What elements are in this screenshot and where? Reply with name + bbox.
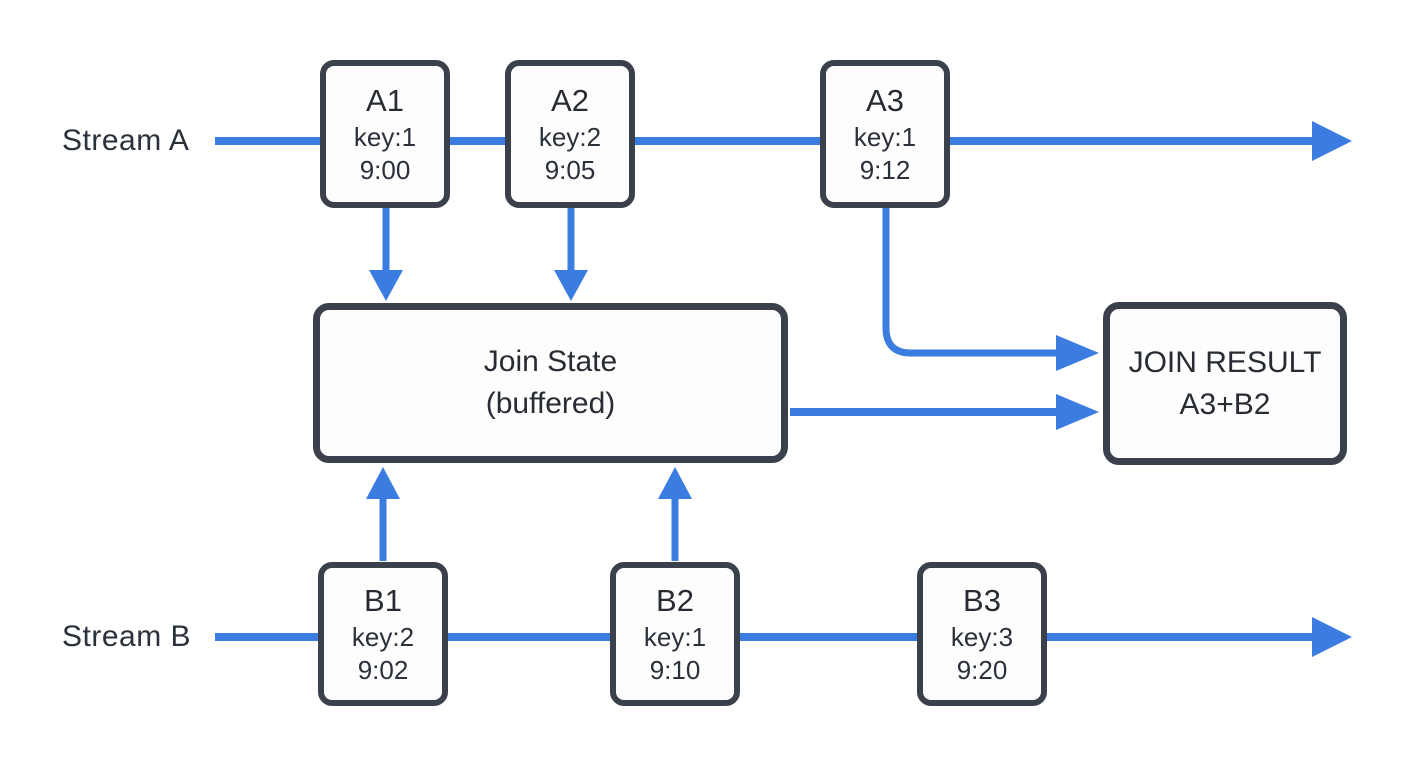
event-b2-id: B2 [656, 582, 694, 618]
stream-b-label: Stream B [62, 620, 192, 653]
arrow-join-state-arrowhead-icon [1056, 394, 1099, 430]
event-a2-id: A2 [551, 82, 589, 118]
join-result-title: JOIN RESULT [1128, 345, 1322, 379]
event-node-b1: B1 key:2 9:02 [318, 562, 448, 706]
event-b3-time: 9:20 [956, 654, 1008, 685]
event-node-a1: A1 key:1 9:00 [320, 60, 450, 208]
join-state-box: Join State (buffered) [313, 303, 788, 463]
join-result-box: JOIN RESULT A3+B2 [1103, 302, 1347, 465]
event-b3-id: B3 [963, 582, 1001, 618]
stream-a-arrowhead-icon [1312, 121, 1352, 161]
event-a3-id: A3 [866, 82, 904, 118]
event-node-b2: B2 key:1 9:10 [610, 562, 740, 706]
event-a1-time: 9:00 [359, 154, 411, 185]
stream-b-arrowhead-icon [1312, 617, 1352, 657]
event-b3-key: key:3 [950, 621, 1014, 652]
event-b1-id: B1 [364, 582, 402, 618]
join-state-title: Join State [483, 345, 618, 378]
arrow-a1-arrowhead-icon [369, 270, 403, 301]
event-a1-key: key:1 [353, 121, 417, 152]
arrow-b2-arrowhead-icon [658, 467, 692, 499]
join-result-value: A3+B2 [1179, 387, 1271, 421]
stream-a-label: Stream A [62, 124, 190, 157]
event-a1-id: A1 [366, 82, 404, 118]
event-node-b3: B3 key:3 9:20 [917, 562, 1047, 706]
arrow-b1-arrowhead-icon [366, 467, 400, 499]
event-b1-time: 9:02 [357, 654, 409, 685]
event-node-a2: A2 key:2 9:05 [505, 60, 635, 208]
event-a3-key: key:1 [853, 121, 917, 152]
event-b1-key: key:2 [351, 621, 415, 652]
event-a3-time: 9:12 [859, 154, 911, 185]
event-b2-time: 9:10 [649, 654, 701, 685]
event-a2-key: key:2 [538, 121, 602, 152]
arrow-a2-arrowhead-icon [554, 270, 588, 301]
event-node-a3: A3 key:1 9:12 [820, 60, 950, 208]
join-state-subtitle: (buffered) [485, 387, 616, 420]
arrow-a3-arrowhead-icon [1056, 335, 1099, 371]
event-b2-key: key:1 [643, 621, 707, 652]
arrow-a3-to-join-result [882, 208, 1056, 357]
event-a2-time: 9:05 [544, 154, 596, 185]
